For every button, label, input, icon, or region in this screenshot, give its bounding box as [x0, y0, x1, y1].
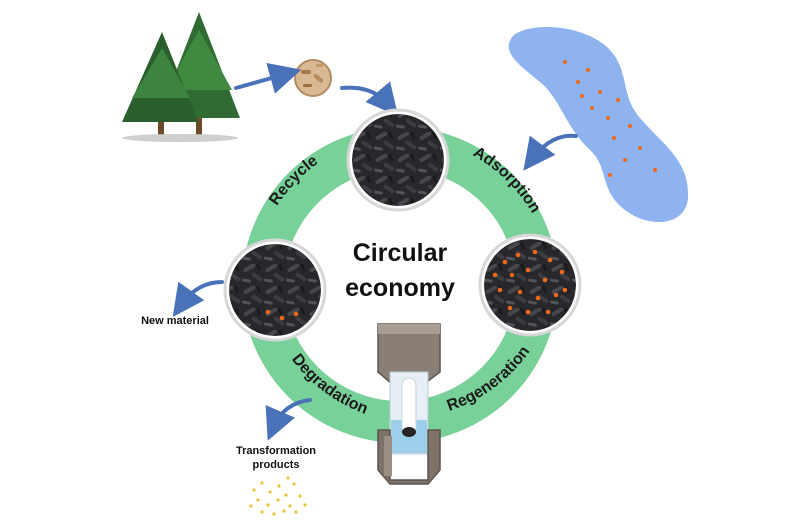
center-title-line1: Circular [352, 239, 448, 267]
contaminated-water-icon [508, 27, 689, 223]
new-material-label: New material [141, 315, 209, 327]
transformation-products-line1: Transformation [235, 445, 317, 457]
input-arrows [234, 62, 578, 171]
center-title-line2: economy [345, 274, 455, 302]
fresh-biochar-icon [346, 108, 450, 212]
transformation-products-label: Transformation products [216, 444, 336, 472]
used-biochar-icon [223, 238, 327, 342]
reactor-vessel-icon [377, 323, 441, 485]
loaded-biochar-icon [478, 233, 582, 337]
center-title: Circular economy [315, 236, 485, 306]
transformation-products-line2: products [252, 459, 300, 471]
output-arrows [172, 280, 312, 441]
tree-icon [122, 12, 240, 142]
transformation-products-dots [249, 476, 307, 516]
wood-chips-icon [294, 59, 332, 97]
